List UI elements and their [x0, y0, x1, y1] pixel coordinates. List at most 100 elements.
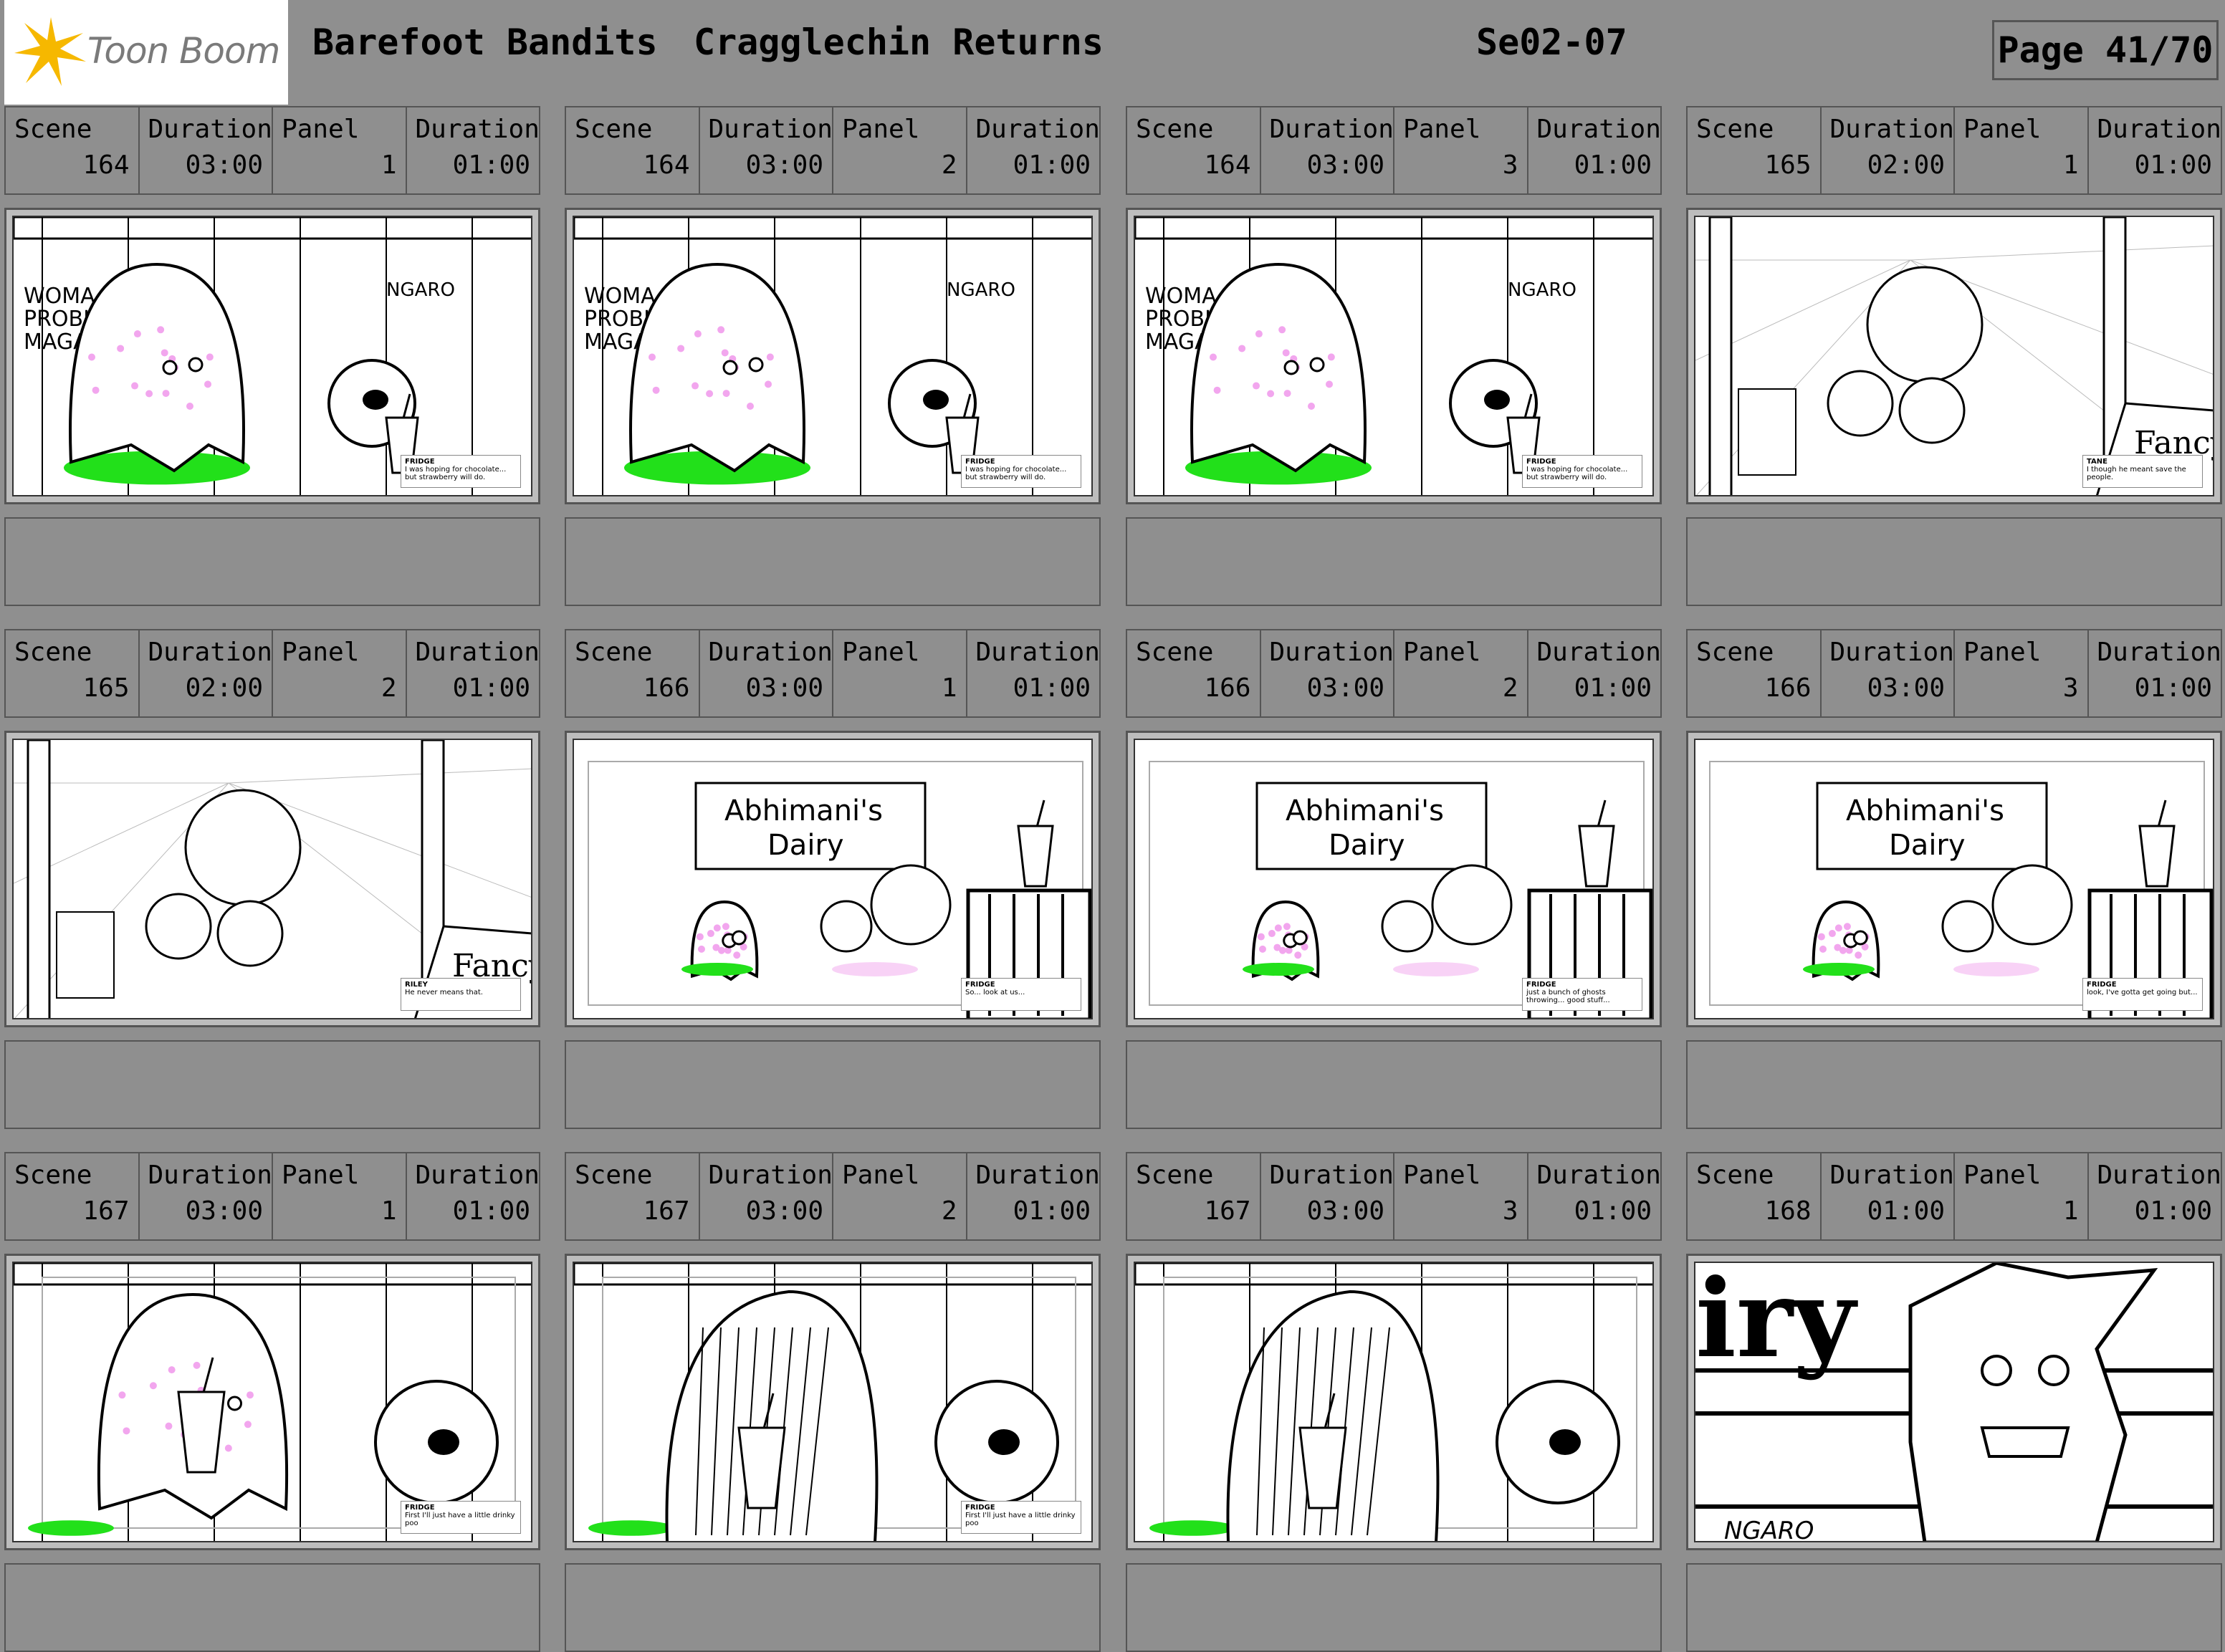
straw [1324, 1393, 1336, 1428]
shop-sign-text: Abhimani's [724, 794, 883, 827]
scene-duration-value: 03:00 [1867, 673, 1945, 703]
scene-field: Scene 166 [1688, 630, 1822, 716]
scene-field: Scene 166 [1127, 630, 1261, 716]
panel-notes-field[interactable] [565, 1563, 1101, 1652]
hair-strand [805, 1327, 829, 1536]
shop-sign-text: Dairy [767, 829, 844, 862]
scene-duration-label: Duration [1269, 638, 1394, 667]
ghost-spot [92, 386, 100, 394]
slime-puddle [624, 451, 810, 485]
kid-character [1827, 370, 1894, 437]
panel-notes-field[interactable] [1126, 1040, 1662, 1129]
scene-number: 165 [1764, 150, 1812, 180]
panel-number: 1 [2062, 1196, 2079, 1226]
ghost-figure [629, 262, 805, 473]
ghost-spot [1327, 353, 1335, 361]
character [1381, 900, 1434, 953]
drink-cup [737, 1426, 786, 1509]
scene-duration-field: Duration 03:00 [1261, 1153, 1394, 1239]
slime-puddle [1185, 451, 1372, 485]
panel-image-frame[interactable]: Fancy TANE I though he meant save the pe… [1686, 208, 2222, 504]
panel-duration-label: Duration [415, 115, 540, 144]
scene-number: 164 [1204, 150, 1251, 180]
slime-puddle [64, 451, 250, 485]
ghost-spot [157, 326, 165, 334]
ghost-spot [1285, 946, 1293, 954]
panel-image-frame[interactable]: Fancy RILEY He never means that. [4, 731, 540, 1027]
panel-notes-field[interactable] [565, 517, 1101, 606]
panel-image-frame[interactable]: FRIDGE First I'll just have a little dri… [4, 1254, 540, 1550]
panel-field: Panel 1 [273, 107, 407, 193]
panel-notes-field[interactable] [4, 1563, 540, 1652]
dialogue-box: FRIDGE I was hoping for chocolate... but… [961, 455, 1081, 488]
straw [962, 393, 972, 418]
scene-duration-field: Duration 03:00 [1822, 630, 1955, 716]
eye [1309, 357, 1325, 373]
panel-notes-field[interactable] [1126, 1563, 1662, 1652]
panel-image-frame[interactable] [1126, 1254, 1662, 1550]
window-top [574, 217, 1091, 240]
eye-patch [1549, 1429, 1581, 1455]
dialogue-box: FRIDGE First I'll just have a little dri… [961, 1501, 1081, 1534]
panel-info-bar: Scene 165 Duration 02:00 Panel 2 Duratio… [4, 629, 540, 718]
ghost-spot [246, 1391, 254, 1399]
panel-field: Panel 2 [273, 630, 407, 716]
dialogue-text: First I'll just have a little drinky poo [405, 1512, 515, 1527]
panel-field: Panel 2 [833, 107, 967, 193]
panel-label: Panel [282, 1161, 360, 1190]
ghost-spot [1283, 390, 1291, 398]
scene-field: Scene 167 [1127, 1153, 1261, 1239]
panel-image-frame[interactable]: FRIDGE First I'll just have a little dri… [565, 1254, 1101, 1550]
scene-duration-field: Duration 02:00 [140, 630, 273, 716]
ghost-figure [69, 262, 245, 473]
panel-duration-field: Duration 01:00 [967, 107, 1100, 193]
scene-duration-value: 03:00 [745, 1196, 823, 1226]
straw [402, 393, 411, 418]
big-sign-text: iry [1695, 1263, 1858, 1382]
dialogue-box: FRIDGE First I'll just have a little dri… [401, 1501, 521, 1534]
ghost-spot [1238, 345, 1246, 352]
scene-field: Scene 165 [6, 630, 140, 716]
page-indicator: Page 41/70 [1992, 20, 2219, 80]
panel-notes-field[interactable] [1686, 1563, 2222, 1652]
panel-notes-field[interactable] [565, 1040, 1101, 1129]
ghost-spot [1819, 945, 1827, 953]
panel-notes-field[interactable] [4, 517, 540, 606]
ghost-spot [733, 951, 741, 959]
window-top [14, 217, 531, 240]
show-title: Barefoot Bandits [312, 21, 658, 63]
scene-field: Scene 168 [1688, 1153, 1822, 1239]
scene-label: Scene [14, 1161, 92, 1190]
panel-artwork: FRIDGE First I'll just have a little dri… [12, 1262, 532, 1542]
ghost-spot [168, 1366, 176, 1374]
panel-notes-field[interactable] [1686, 517, 2222, 606]
panel-field: Panel 3 [1955, 630, 2089, 716]
panel-artwork: FRIDGE First I'll just have a little dri… [573, 1262, 1093, 1542]
panel-notes-field[interactable] [4, 1040, 540, 1129]
panel-info-bar: Scene 168 Duration 01:00 Panel 1 Duratio… [1686, 1152, 2222, 1241]
panel-duration-value: 01:00 [452, 150, 530, 180]
pirate-character [870, 864, 952, 946]
panel-number: 1 [381, 150, 397, 180]
dialogue-speaker: FRIDGE [965, 458, 995, 466]
brick-wall [56, 911, 115, 999]
ghost-spot [717, 326, 725, 334]
panel-notes-field[interactable] [1126, 517, 1662, 606]
panel-field: Panel 2 [1394, 630, 1528, 716]
panel-label: Panel [1963, 638, 2042, 667]
dialogue-text: I though he meant save the people. [2087, 466, 2186, 481]
dialogue-speaker: FRIDGE [965, 981, 995, 989]
ghost-spot [1834, 943, 1842, 951]
panel-notes-field[interactable] [1686, 1040, 2222, 1129]
dialogue-text: I was hoping for chocolate... but strawb… [405, 466, 507, 481]
panel-info-bar: Scene 166 Duration 03:00 Panel 2 Duratio… [1126, 629, 1662, 718]
eye [1981, 1355, 2012, 1386]
